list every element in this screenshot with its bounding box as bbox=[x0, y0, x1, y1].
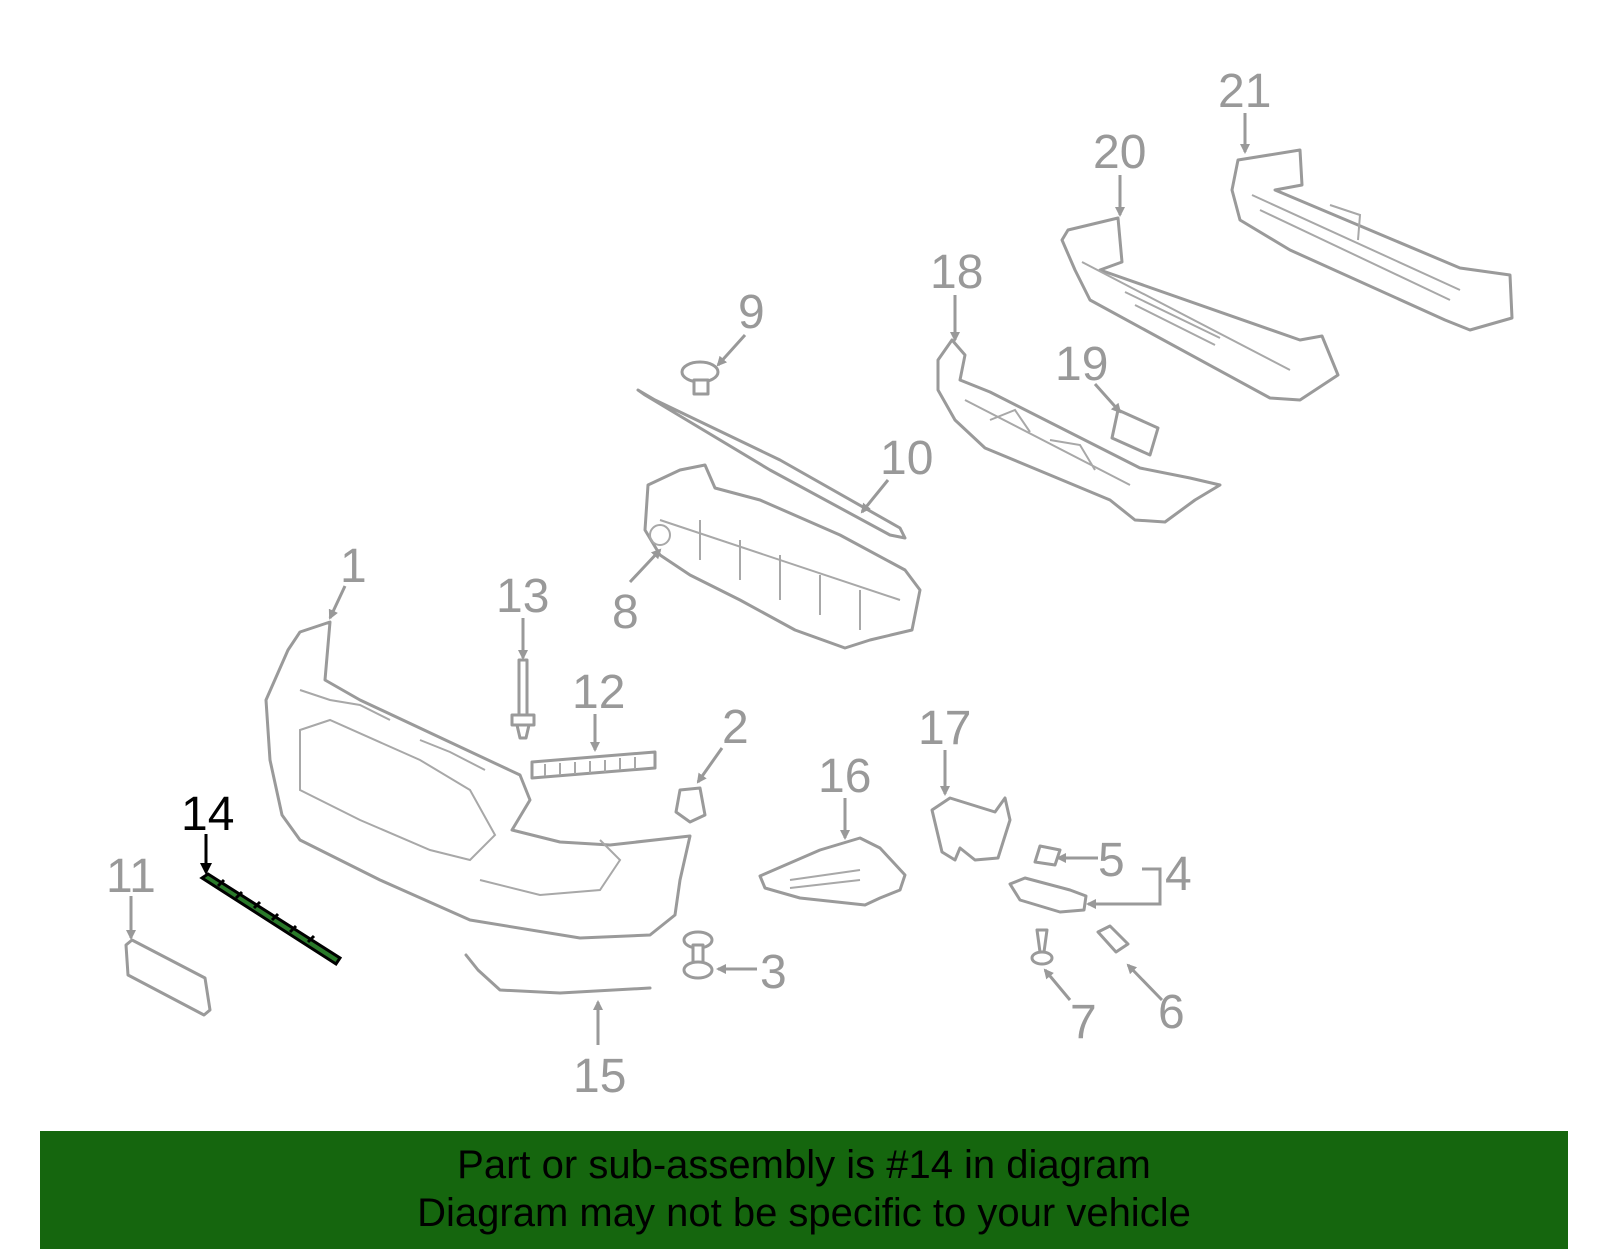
leader-lines bbox=[126, 113, 1250, 1045]
callout-1[interactable]: 1 bbox=[340, 540, 367, 593]
callout-6[interactable]: 6 bbox=[1158, 986, 1185, 1039]
callout-15[interactable]: 15 bbox=[573, 1050, 626, 1103]
part-21-reinforcement[interactable] bbox=[1230, 148, 1514, 332]
part-16-bezel[interactable] bbox=[758, 836, 907, 907]
part-18-absorber[interactable] bbox=[936, 338, 1222, 524]
part-4-cover[interactable] bbox=[1008, 876, 1088, 914]
callout-16[interactable]: 16 bbox=[818, 750, 871, 803]
part-20-bumper-beam[interactable] bbox=[1060, 216, 1340, 402]
part-2-retainer[interactable] bbox=[674, 786, 707, 824]
callout-13[interactable]: 13 bbox=[496, 570, 549, 623]
banner-line-1: Part or sub-assembly is #14 in diagram bbox=[457, 1143, 1151, 1187]
callout-10[interactable]: 10 bbox=[880, 432, 933, 485]
callout-8[interactable]: 8 bbox=[612, 586, 639, 639]
callout-18[interactable]: 18 bbox=[930, 246, 983, 299]
part-12-strip[interactable] bbox=[530, 750, 657, 780]
part-7-screw[interactable] bbox=[1030, 928, 1054, 966]
callout-11[interactable]: 11 bbox=[106, 850, 156, 903]
info-banner: Part or sub-assembly is #14 in diagram D… bbox=[40, 1131, 1568, 1249]
callout-numbers: 21 20 18 19 9 10 8 1 13 12 2 16 17 5 4 6… bbox=[106, 65, 1271, 1103]
callout-14[interactable]: 14 bbox=[181, 788, 234, 841]
callout-4[interactable]: 4 bbox=[1165, 848, 1192, 901]
part-1-bumper-cover[interactable] bbox=[264, 620, 692, 940]
callout-12[interactable]: 12 bbox=[572, 666, 625, 719]
callout-2[interactable]: 2 bbox=[722, 701, 749, 754]
callout-19[interactable]: 19 bbox=[1055, 338, 1108, 391]
part-10-strip[interactable] bbox=[636, 388, 907, 540]
part-5-small-bracket[interactable] bbox=[1033, 844, 1062, 867]
callout-20[interactable]: 20 bbox=[1093, 126, 1146, 179]
part-3-screw[interactable] bbox=[682, 930, 714, 980]
part-8-carrier[interactable] bbox=[643, 463, 922, 650]
banner-line-2: Diagram may not be specific to your vehi… bbox=[417, 1191, 1191, 1235]
callout-21[interactable]: 21 bbox=[1218, 65, 1271, 118]
callout-3[interactable]: 3 bbox=[760, 946, 787, 999]
part-9-clip[interactable] bbox=[680, 360, 720, 396]
part-6-bolt[interactable] bbox=[1096, 924, 1130, 954]
part-19-bracket[interactable] bbox=[1110, 408, 1160, 457]
callout-5[interactable]: 5 bbox=[1098, 834, 1125, 887]
part-17-bracket[interactable] bbox=[930, 796, 1012, 862]
part-14-lower-strip[interactable] bbox=[199, 872, 343, 967]
callout-9[interactable]: 9 bbox=[738, 286, 765, 339]
part-13-stud[interactable] bbox=[510, 658, 536, 740]
part-15-molding[interactable] bbox=[464, 953, 652, 995]
part-11-license-bracket[interactable] bbox=[124, 938, 212, 1017]
callout-17[interactable]: 17 bbox=[918, 702, 971, 755]
callout-7[interactable]: 7 bbox=[1070, 996, 1097, 1049]
